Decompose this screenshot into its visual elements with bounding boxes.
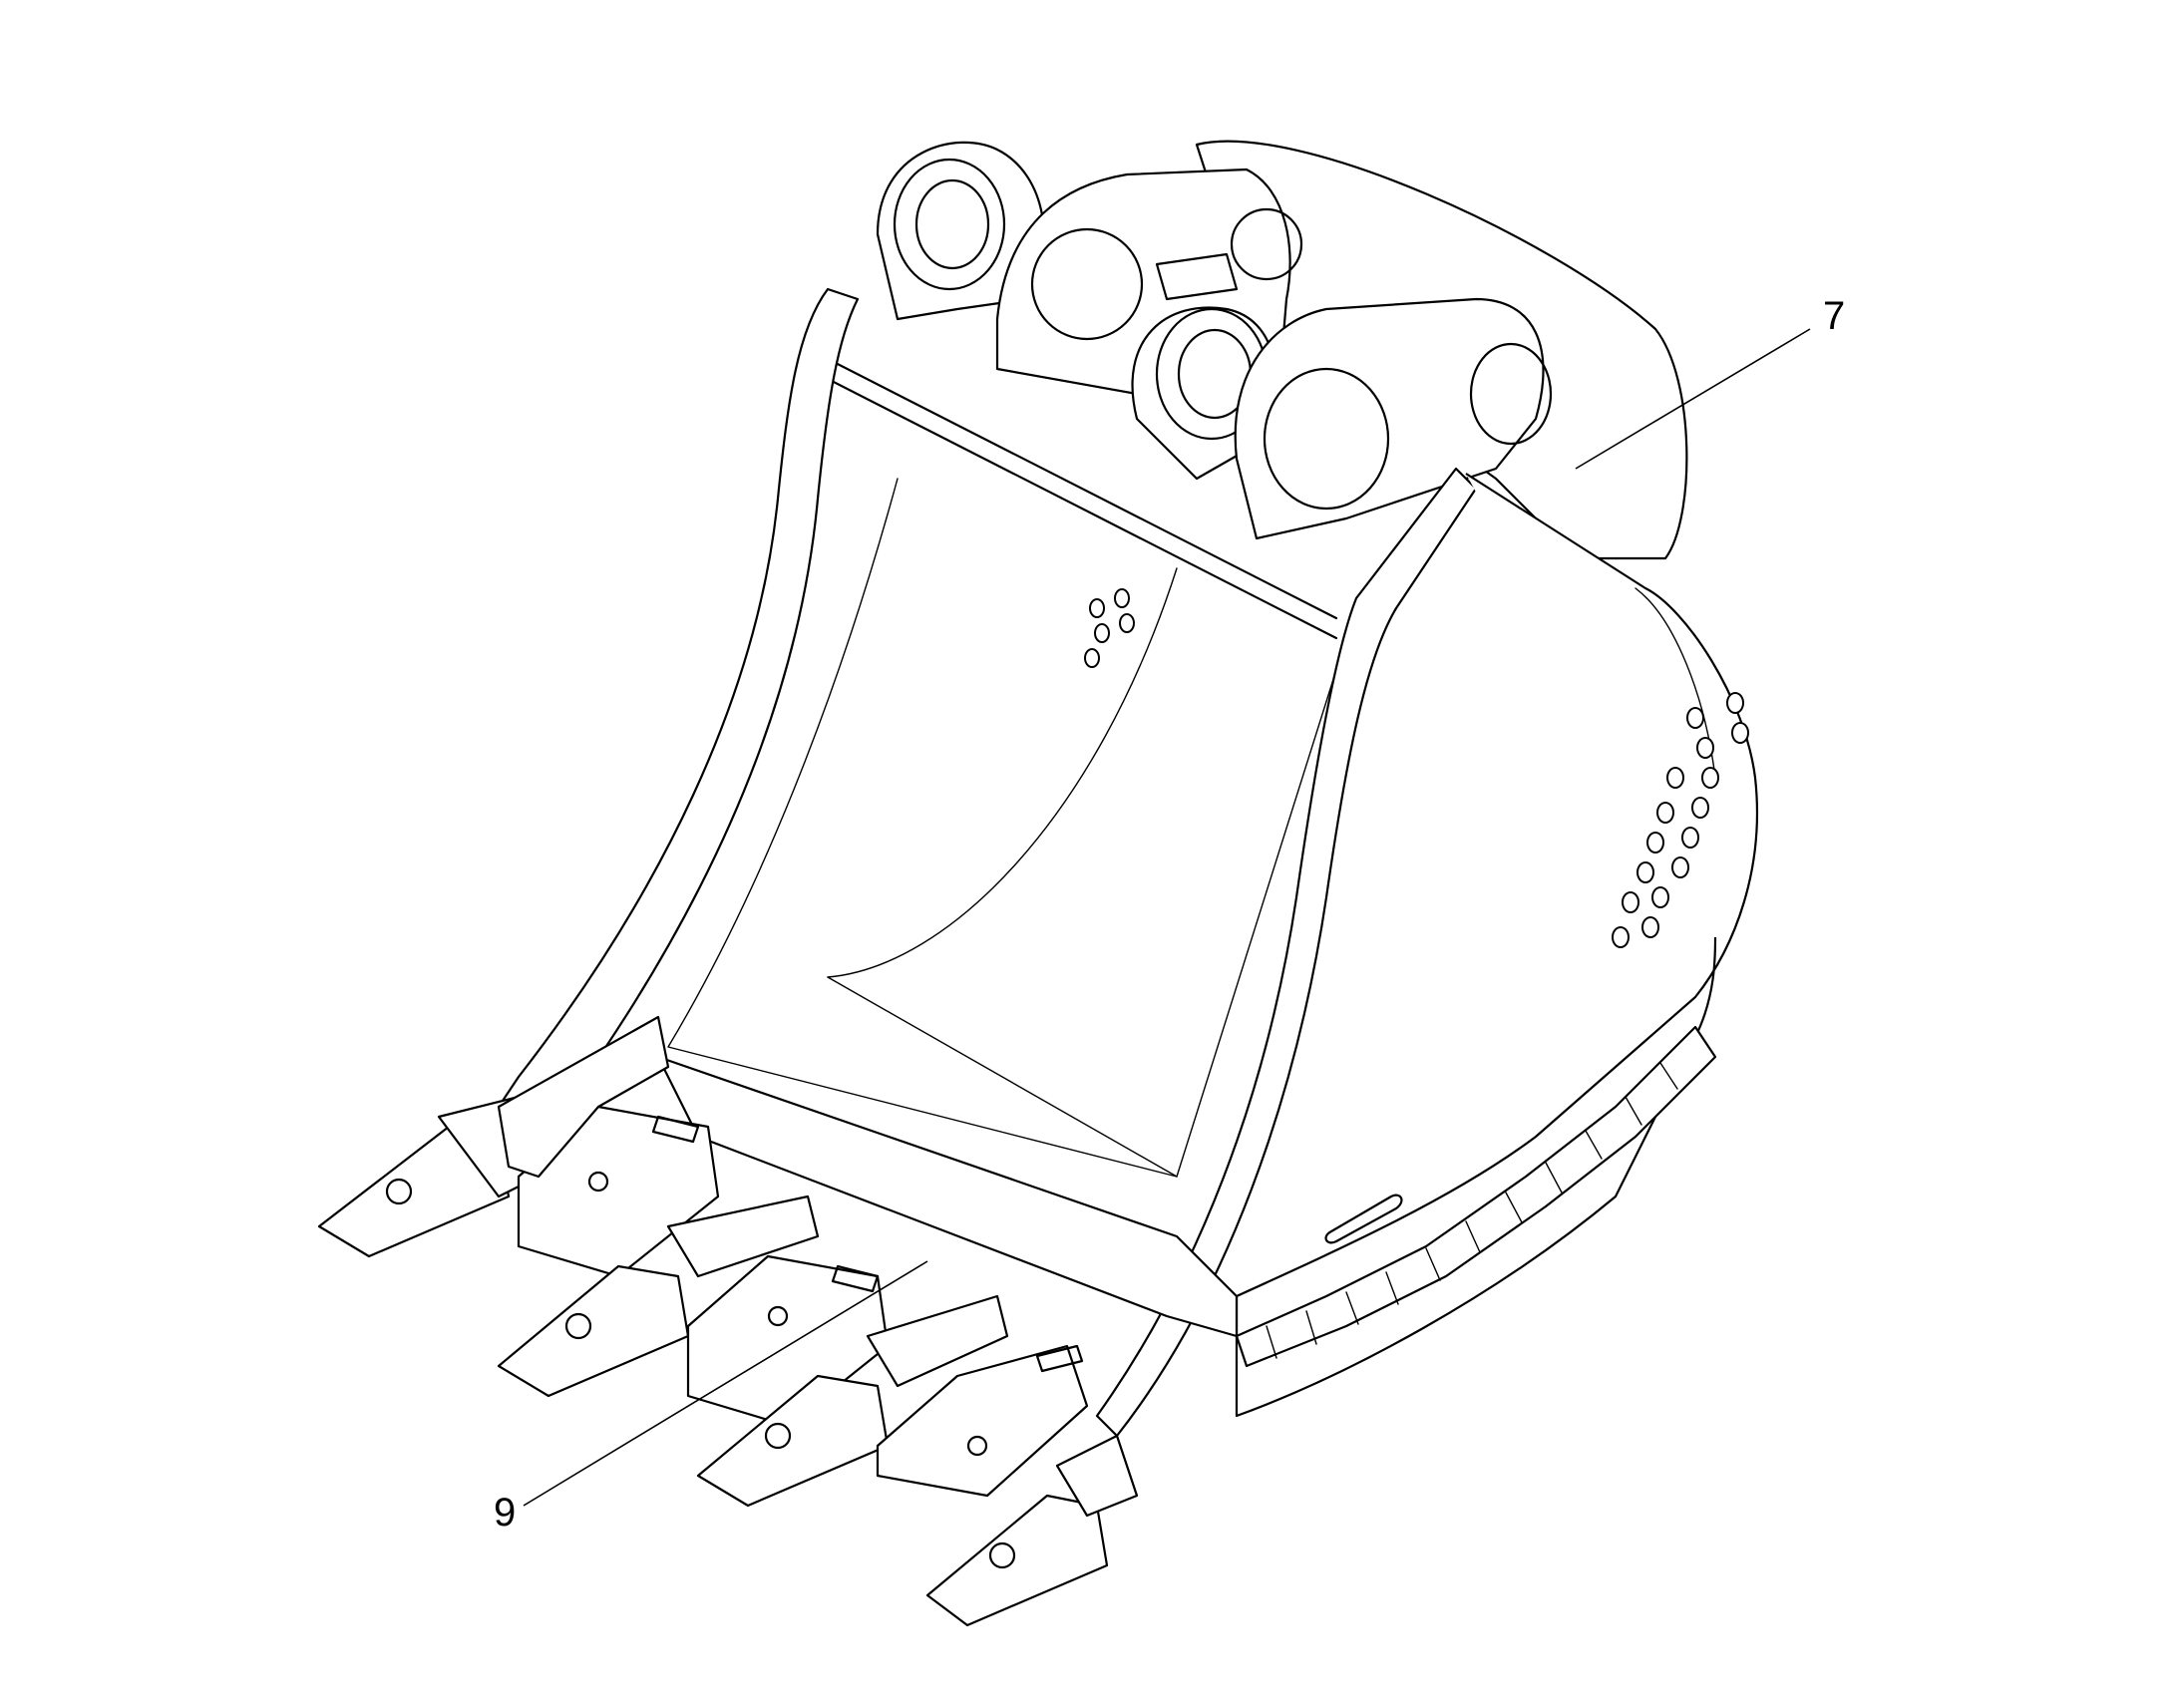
tooth-adapter-3 <box>876 1344 1089 1498</box>
pin-boss-front <box>1263 367 1390 511</box>
side-plate-holes <box>1612 692 1749 948</box>
hydraulic-fitting <box>1155 252 1239 301</box>
callout-label-9: 9 <box>494 1491 516 1535</box>
cross-tube <box>826 357 1338 640</box>
tooth-3 <box>696 1294 1009 1508</box>
right-side-plate <box>1235 473 1759 1418</box>
side-plate-slot <box>1324 1194 1403 1244</box>
back-plate-holes <box>1084 588 1135 668</box>
callout-9: 9 <box>494 1260 928 1535</box>
left-corner-adapter <box>497 1015 670 1179</box>
callout-label-7: 7 <box>1823 294 1845 338</box>
bucket-inner-back <box>667 478 1347 1178</box>
tooth-4 <box>925 1434 1139 1627</box>
tooth-2 <box>497 1195 820 1398</box>
callout-7: 7 <box>1575 294 1845 470</box>
left-side-wear-strip <box>497 287 860 1119</box>
front-link-plate <box>1234 297 1545 540</box>
left-hinge-boss <box>876 141 1045 321</box>
heel-wear-blocks <box>1235 1025 1717 1368</box>
pin-boss-rear <box>1469 342 1553 446</box>
